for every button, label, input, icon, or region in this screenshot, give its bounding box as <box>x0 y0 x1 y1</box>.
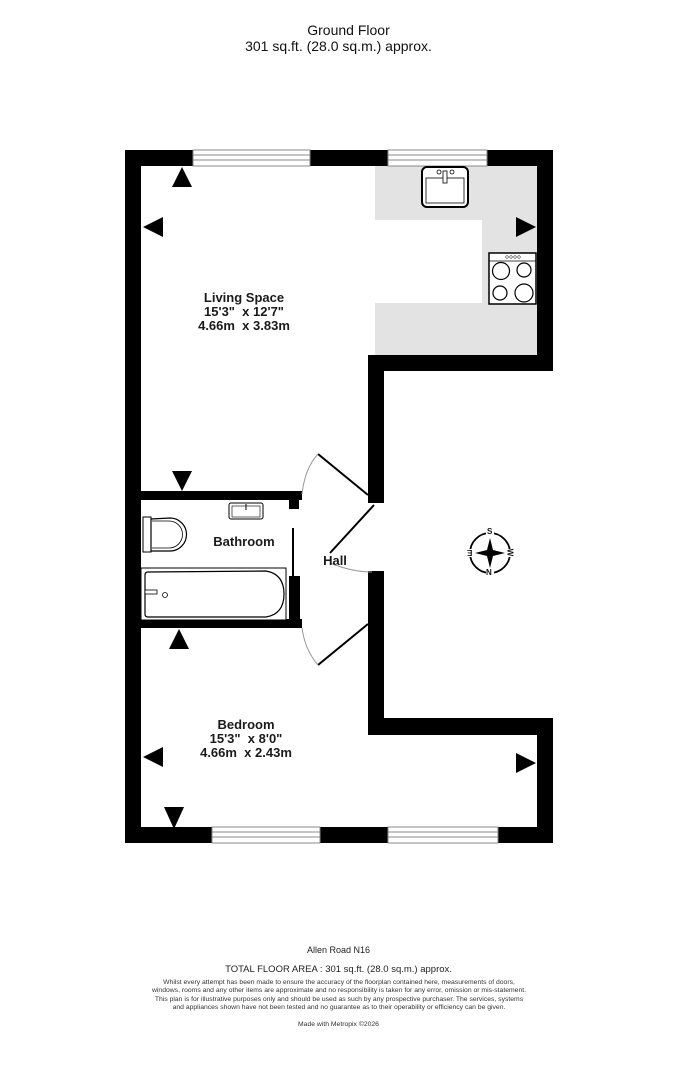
hob-icon <box>488 252 537 305</box>
dimension-arrows <box>143 167 536 829</box>
room-label-bedroom: Bedroom 15'3" x 8'0" 4.66m x 2.43m <box>176 718 316 760</box>
window-bottom-right <box>387 826 499 844</box>
toilet-icon <box>142 516 188 553</box>
door-hall <box>329 504 375 573</box>
room-dimensions-metric: 4.66m x 2.43m <box>200 745 292 760</box>
floor-area: 301 sq.ft. (28.0 sq.m.) approx. <box>245 38 432 54</box>
compass-icon <box>465 528 515 578</box>
made-with-credit: Made with Metropix ©2026 <box>298 1021 379 1028</box>
disclaimer-text: Whilst every attempt has been made to en… <box>152 979 526 1011</box>
room-dimensions-imperial: 15'3" x 12'7" <box>204 304 284 319</box>
arrow-down-icon <box>164 807 184 829</box>
compass-w: W <box>505 548 515 557</box>
compass-e: E <box>467 548 473 557</box>
walls <box>125 150 553 843</box>
room-name: Bathroom <box>213 534 275 549</box>
arrow-right-icon <box>516 753 536 773</box>
arrow-up-icon <box>169 629 189 649</box>
room-label-living-space: Living Space 15'3" x 12'7" 4.66m x 3.83m <box>174 291 314 333</box>
room-name: Hall <box>323 553 347 568</box>
bath-icon <box>140 567 287 621</box>
arrow-right-icon <box>516 217 536 237</box>
windows <box>192 149 499 844</box>
basin-icon <box>228 502 264 520</box>
compass-labels: S N E W <box>467 527 514 577</box>
arrow-up-icon <box>172 167 192 187</box>
room-label-hall: Hall <box>318 554 352 568</box>
door-living <box>301 453 369 496</box>
arrow-left-icon <box>143 747 163 767</box>
room-label-bathroom: Bathroom <box>204 535 284 549</box>
compass-s: S <box>487 527 493 536</box>
property-address: Allen Road N16 <box>306 945 371 955</box>
compass-n: N <box>486 568 492 577</box>
room-dimensions-metric: 4.66m x 3.83m <box>198 318 290 333</box>
room-name: Living Space <box>203 290 285 305</box>
arrow-down-icon <box>172 471 192 491</box>
total-floor-area: TOTAL FLOOR AREA : 301 sq.ft. (28.0 sq.m… <box>225 964 452 975</box>
doors <box>301 453 375 666</box>
window-bottom-left <box>211 826 321 844</box>
room-name: Bedroom <box>217 717 275 732</box>
door-bedroom <box>301 623 369 666</box>
floor-name: Ground Floor <box>307 22 390 38</box>
room-dimensions-imperial: 15'3" x 8'0" <box>209 731 283 746</box>
window-top-right <box>387 149 488 167</box>
sink-icon <box>421 166 469 208</box>
window-top-left <box>192 149 311 167</box>
arrow-left-icon <box>143 217 163 237</box>
